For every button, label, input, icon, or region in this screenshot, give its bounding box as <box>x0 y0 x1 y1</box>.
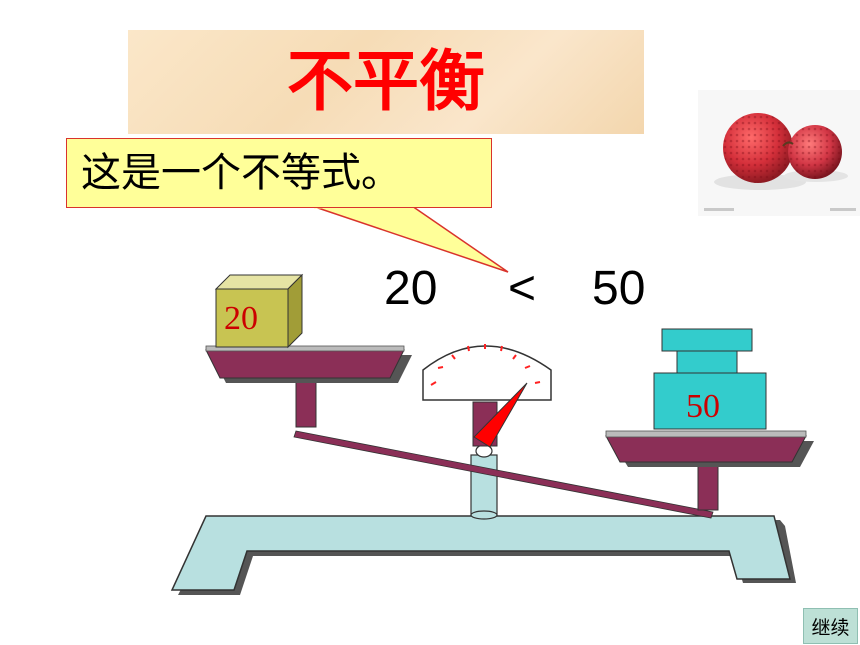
page-title: 不平衡 <box>287 43 485 120</box>
balance-beam <box>293 430 714 519</box>
weight-50-body <box>653 372 767 430</box>
weight-20-front <box>215 288 289 348</box>
weight-20-label: 20 <box>224 300 258 337</box>
equation-left-value: 20 <box>384 262 438 315</box>
weight-50-label: 50 <box>686 388 720 425</box>
callout-bubble: 这是一个不等式。 <box>66 138 492 208</box>
gauge-ticks <box>430 344 541 386</box>
equation-right-value: 50 <box>592 262 646 315</box>
equation-operator: < <box>508 262 537 315</box>
gauge-pointer <box>473 382 528 448</box>
continue-button[interactable]: 继续 <box>803 608 858 644</box>
fulcrum-post <box>470 454 498 516</box>
lychee-image <box>698 90 860 216</box>
gauge-dial <box>422 345 552 401</box>
callout-text: 这是一个不等式。 <box>81 150 401 196</box>
scale-base <box>170 515 791 591</box>
title-banner: 不平衡 <box>128 30 644 134</box>
